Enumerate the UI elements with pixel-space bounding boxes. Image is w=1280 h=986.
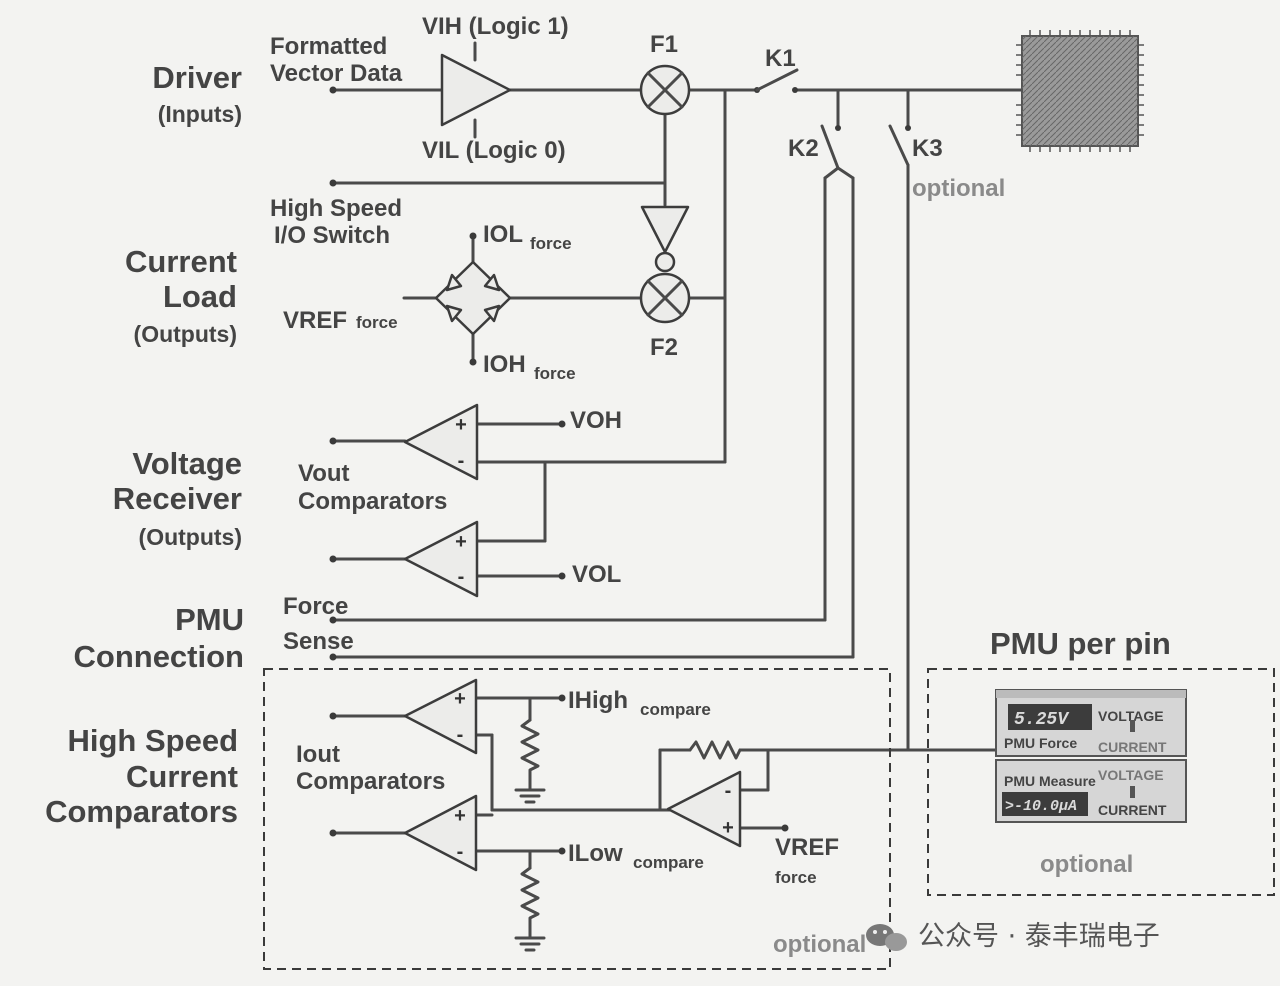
comparator-icon [403, 678, 478, 755]
comparator-icon [403, 520, 479, 598]
vref-subscript: force [356, 313, 398, 332]
minus-sign: - [457, 724, 464, 746]
f2-label: F2 [650, 334, 678, 361]
watermark: 公众号 · 泰丰瑞电子 [866, 921, 1160, 952]
ioh-subscript: force [534, 364, 576, 383]
pmu-per-pin-title: PMU per pin [990, 626, 1171, 661]
vector-label-1: Formatted [270, 33, 387, 60]
k3-label: K3 [912, 135, 943, 162]
k3-optional-label: optional [912, 175, 1005, 202]
hs-switch-label-1: High Speed [270, 195, 402, 222]
iol-subscript: force [530, 234, 572, 253]
ground-icon [514, 936, 546, 952]
minus-sign: - [725, 780, 732, 802]
ground-icon [514, 788, 546, 804]
pmu-force-voltage-label: VOLTAGE [1098, 708, 1164, 724]
pmu-measure-display: >-10.0µA [1005, 798, 1077, 815]
pmu-force-current-label: CURRENT [1098, 739, 1167, 755]
iout-label-1: Iout [296, 741, 340, 768]
k2-label: K2 [788, 135, 819, 162]
minus-sign: - [458, 566, 465, 588]
comparator-icon [403, 403, 479, 481]
diode-bridge-icon [434, 260, 512, 336]
mixer-icon [639, 272, 691, 324]
instrument-icon: PMU Measure VOLTAGE >-10.0µA CURRENT [995, 759, 1187, 823]
section-pmu-2: Connection [74, 639, 245, 674]
wiring [331, 41, 1024, 870]
pmu-per-pin-box [927, 668, 1275, 896]
plus-sign: + [454, 805, 466, 827]
plus-sign: + [722, 817, 734, 839]
buffer-driver-icon [640, 205, 690, 273]
vector-label-2: Vector Data [270, 60, 403, 87]
section-voltage-receiver-2: Receiver [113, 481, 242, 516]
section-voltage-receiver-1: Voltage [132, 446, 242, 481]
minus-sign: - [458, 450, 465, 472]
section-hscc-3: Comparators [45, 794, 238, 829]
pmu-force-display: 5.25V [1014, 710, 1070, 730]
instrument-icon: 5.25V VOLTAGE PMU Force CURRENT [995, 689, 1187, 757]
voh-label: VOH [570, 407, 622, 434]
section-current-load-sub: (Outputs) [134, 321, 237, 347]
section-voltage-receiver-sub: (Outputs) [139, 524, 242, 550]
plus-sign: + [455, 531, 467, 553]
ihigh-subscript: compare [640, 700, 711, 719]
resistor-icon [520, 718, 540, 792]
section-labels: Driver (Inputs) Current Load (Outputs) V… [45, 60, 244, 829]
switch-icon [888, 124, 911, 167]
section-driver-sub: (Inputs) [158, 101, 242, 127]
switch-icon [754, 68, 799, 93]
vout-label-1: Vout [298, 460, 350, 487]
comparator-icon [666, 770, 742, 848]
plus-sign: + [454, 688, 466, 710]
pmu-measure-voltage-label: VOLTAGE [1098, 767, 1164, 783]
ioh-label: IOH [483, 351, 526, 378]
hscc-optional-label: optional [773, 931, 866, 958]
switch-icon [820, 124, 841, 170]
ilow-subscript: compare [633, 853, 704, 872]
vih-label: VIH (Logic 1) [422, 13, 569, 40]
iol-label: IOL [483, 221, 523, 248]
pmu-force-label: PMU Force [1004, 735, 1077, 751]
vol-label: VOL [572, 561, 621, 588]
chip-icon [1016, 30, 1144, 152]
vref2-label: VREF [775, 834, 839, 861]
section-current-load-2: Load [163, 279, 237, 314]
pmu-measure-current-label: CURRENT [1098, 802, 1167, 818]
f1-label: F1 [650, 31, 678, 58]
vref2-subscript: force [775, 868, 817, 887]
pmu-per-pin-optional-label: optional [1040, 851, 1133, 878]
comparator-icon [403, 794, 478, 872]
watermark-text: 公众号 · 泰丰瑞电子 [918, 921, 1160, 952]
section-pmu-1: PMU [175, 602, 244, 637]
section-hscc-2: Current [126, 759, 238, 794]
vout-label-2: Comparators [298, 488, 447, 515]
terminal-dots [329, 86, 789, 855]
signal-labels: Formatted Vector Data VIH (Logic 1) VIL … [270, 13, 1171, 958]
resistor-icon [520, 866, 540, 940]
force-label: Force [283, 593, 348, 620]
vil-label: VIL (Logic 0) [422, 137, 566, 164]
sense-label: Sense [283, 628, 354, 655]
buffer-driver-icon [440, 53, 512, 127]
hs-switch-label-2: I/O Switch [274, 222, 390, 249]
pmu-measure-label: PMU Measure [1004, 773, 1096, 789]
hscc-optional-box [263, 668, 891, 970]
resistor-icon [688, 740, 742, 760]
section-driver: Driver [152, 60, 242, 95]
vref-label: VREF [283, 307, 347, 334]
iout-label-2: Comparators [296, 768, 445, 795]
ihigh-label: IHigh [568, 687, 628, 714]
ilow-label: ILow [568, 840, 623, 867]
section-current-load-1: Current [125, 244, 237, 279]
plus-sign: + [455, 414, 467, 436]
section-hscc-1: High Speed [67, 723, 238, 758]
wechat-icon [866, 924, 907, 951]
k1-label: K1 [765, 45, 796, 72]
mixer-icon [639, 64, 691, 116]
minus-sign: - [457, 841, 464, 863]
